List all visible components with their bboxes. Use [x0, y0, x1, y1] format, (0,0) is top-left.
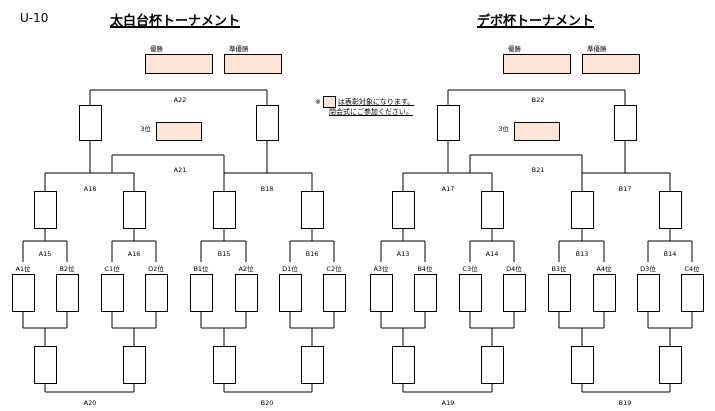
seed-box-left-7: [323, 274, 346, 312]
seed-label-left-0: A1位: [15, 264, 31, 273]
seed-label-left-4: B1位: [193, 264, 209, 273]
note-mark: ※: [315, 98, 321, 106]
semifinal-box-right-3: [659, 191, 682, 229]
semifinal-box-right-1: [481, 191, 504, 229]
semifinal-box-left-2: [213, 191, 236, 229]
tournament-title-right: デボ杯トーナメント: [477, 14, 595, 29]
semifinal-box-left-1: [123, 191, 146, 229]
final-match-label-right: B22: [532, 96, 545, 104]
seed-box-left-3: [145, 274, 168, 312]
third-place-box-right: [514, 122, 560, 141]
age-group-label: U-10: [20, 11, 49, 25]
note-line2: 閉会式にご参加ください。: [329, 108, 413, 116]
third-match-label-right: B21: [532, 166, 545, 174]
winner-box-left: [145, 54, 213, 74]
lower-box-left-0: [34, 346, 57, 384]
semifinal-match-label-right-1: B17: [619, 185, 632, 193]
finalist-box-a-right: [437, 105, 460, 141]
lower-box-right-1: [481, 346, 504, 384]
seed-box-right-3: [503, 274, 526, 312]
finalist-box-b-right: [614, 105, 637, 141]
seed-label-right-1: B4位: [417, 264, 433, 273]
seed-label-right-6: D3位: [640, 264, 656, 273]
runnerup-box-left: [224, 54, 282, 74]
winner-box-right: [503, 54, 571, 74]
seed-label-right-3: D4位: [506, 264, 522, 273]
lower-box-right-2: [571, 346, 594, 384]
quarterfinal-match-label-right-3: B14: [664, 250, 677, 258]
seed-label-right-5: A4位: [596, 264, 612, 273]
semifinal-match-label-left-1: B18: [261, 185, 274, 193]
runnerup-label-left: 準優勝: [229, 44, 249, 53]
note-line1: は表彰対象になります。: [337, 98, 415, 106]
lower-box-left-1: [123, 346, 146, 384]
semifinal-match-label-left-0: A18: [84, 185, 97, 193]
seed-box-left-0: [12, 274, 35, 312]
seed-box-left-5: [235, 274, 258, 312]
quarterfinal-match-label-left-3: B16: [306, 250, 319, 258]
semifinal-match-label-right-0: A17: [442, 185, 455, 193]
lower-box-left-2: [213, 346, 236, 384]
quarterfinal-match-label-left-1: A16: [128, 250, 141, 258]
lower-box-right-3: [659, 346, 682, 384]
finalist-box-a-left: [79, 105, 102, 141]
semifinal-box-right-2: [571, 191, 594, 229]
seed-label-right-7: C4位: [684, 264, 700, 273]
seed-box-left-6: [279, 274, 302, 312]
seed-label-left-2: C1位: [104, 264, 120, 273]
seed-label-left-1: B2位: [59, 264, 75, 273]
seed-label-left-3: D2位: [148, 264, 164, 273]
seed-box-left-4: [190, 274, 213, 312]
third-place-label-right: 3位: [498, 124, 509, 133]
runnerup-box-right: [582, 54, 640, 74]
seed-label-left-5: A2位: [238, 264, 254, 273]
quarterfinal-match-label-left-2: B15: [218, 250, 231, 258]
seed-box-right-6: [637, 274, 660, 312]
seed-label-right-2: C3位: [462, 264, 478, 273]
semifinal-box-left-0: [34, 191, 57, 229]
lower-box-left-3: [301, 346, 324, 384]
third-match-label-left: A21: [174, 166, 187, 174]
winner-label-left: 優勝: [150, 44, 164, 53]
seed-label-left-6: D1位: [282, 264, 298, 273]
award-color-swatch: [322, 96, 336, 108]
finalist-box-b-left: [256, 105, 279, 141]
semifinal-box-left-3: [301, 191, 324, 229]
seed-box-left-2: [101, 274, 124, 312]
bottom-match-label-right-0: A19: [442, 399, 455, 407]
seed-box-right-2: [459, 274, 482, 312]
final-match-label-left: A22: [174, 96, 187, 104]
lower-box-right-0: [392, 346, 415, 384]
seed-box-right-0: [370, 274, 393, 312]
quarterfinal-match-label-left-0: A15: [39, 250, 52, 258]
runnerup-label-right: 準優勝: [587, 44, 607, 53]
seed-label-right-4: B3位: [551, 264, 567, 273]
bottom-match-label-right-1: B19: [619, 399, 632, 407]
tournament-title-left: 太白台杯トーナメント: [110, 14, 241, 29]
bottom-match-label-left-0: A20: [84, 399, 97, 407]
quarterfinal-match-label-right-0: A13: [397, 250, 410, 258]
seed-label-right-0: A3位: [373, 264, 389, 273]
third-place-box-left: [156, 122, 202, 141]
quarterfinal-match-label-right-1: A14: [486, 250, 499, 258]
quarterfinal-match-label-right-2: B13: [576, 250, 589, 258]
seed-box-right-7: [681, 274, 704, 312]
seed-box-right-4: [548, 274, 571, 312]
semifinal-box-right-0: [392, 191, 415, 229]
seed-box-right-1: [414, 274, 437, 312]
seed-box-right-5: [593, 274, 616, 312]
winner-label-right: 優勝: [508, 44, 522, 53]
seed-box-left-1: [56, 274, 79, 312]
seed-label-left-7: C2位: [326, 264, 342, 273]
award-note: ※ は表彰対象になります。 閉会式にご参加ください。: [315, 96, 415, 116]
third-place-label-left: 3位: [140, 124, 151, 133]
bottom-match-label-left-1: B20: [261, 399, 274, 407]
